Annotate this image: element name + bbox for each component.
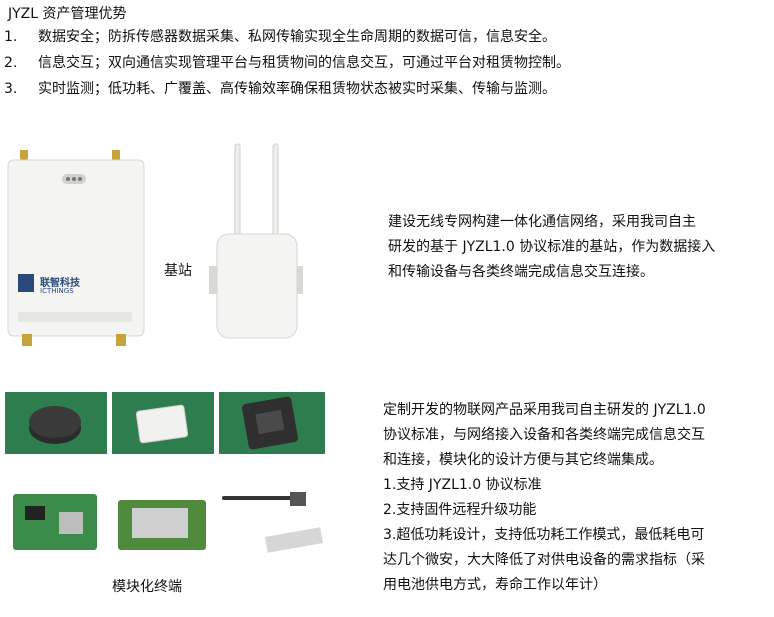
description-line: 和传输设备与各类终端完成信息交互连接。 [388,264,654,280]
list-item-text: 数据安全；防拆传感器数据采集、私网传输实现全生命周期的数据可信，信息安全。 [38,29,556,45]
brand-text: 联智科技 [40,278,80,289]
list-item-text: 信息交互；双向通信实现管理平台与租赁物间的信息交互，可通过平台对租赁物控制。 [38,55,570,71]
gateway-device-image: 联智科技 ICTHINGS [6,146,148,348]
description-line: 建设无线专网构建一体化通信网络，采用我司自主 [388,214,696,230]
description-line: 3.超低功耗设计，支持低功耗工作模式，最低耗电可 [383,527,705,543]
description-line: 用电池供电方式，寿命工作以年计） [383,577,607,593]
page-title: JYZL 资产管理优势 [8,6,127,22]
modules-description: 定制开发的物联网产品采用我司自主研发的 JYZL1.0 协议标准，与网络接入设备… [383,398,706,598]
list-item-text: 实时监测；低功耗、广覆盖、高传输效率确保租赁物状态被实时采集、传输与监测。 [38,81,556,97]
card-tag-image [112,392,214,454]
list-item-number: 1. [4,29,18,45]
description-line: 和连接，模块化的设计方便与其它终端集成。 [383,452,663,468]
list-item-number: 2. [4,55,18,71]
antenna-sensor-image [218,488,330,560]
pcb-large-image [112,490,212,555]
base-station-image [205,140,307,345]
module-box-image [219,392,325,454]
modules-label: 模块化终端 [112,579,182,595]
brand-text-en: ICTHINGS [40,287,74,295]
pcb-small-image [5,490,105,555]
description-line: 研发的基于 JYZL1.0 协议标准的基站，作为数据接入 [388,239,716,255]
base-station-label: 基站 [164,263,192,279]
list-item-number: 3. [4,81,18,97]
base-station-description: 建设无线专网构建一体化通信网络，采用我司自主 研发的基于 JYZL1.0 协议标… [388,210,715,285]
description-line: 协议标准，与网络接入设备和各类终端完成信息交互 [383,427,705,443]
description-line: 2.支持固件远程升级功能 [383,502,537,518]
description-line: 达几个微安，大大降低了对供电设备的需求指标（采 [383,552,705,568]
description-line: 定制开发的物联网产品采用我司自主研发的 JYZL1.0 [383,402,706,418]
description-line: 1.支持 JYZL1.0 协议标准 [383,477,542,493]
puck-tracker-image [5,392,107,454]
